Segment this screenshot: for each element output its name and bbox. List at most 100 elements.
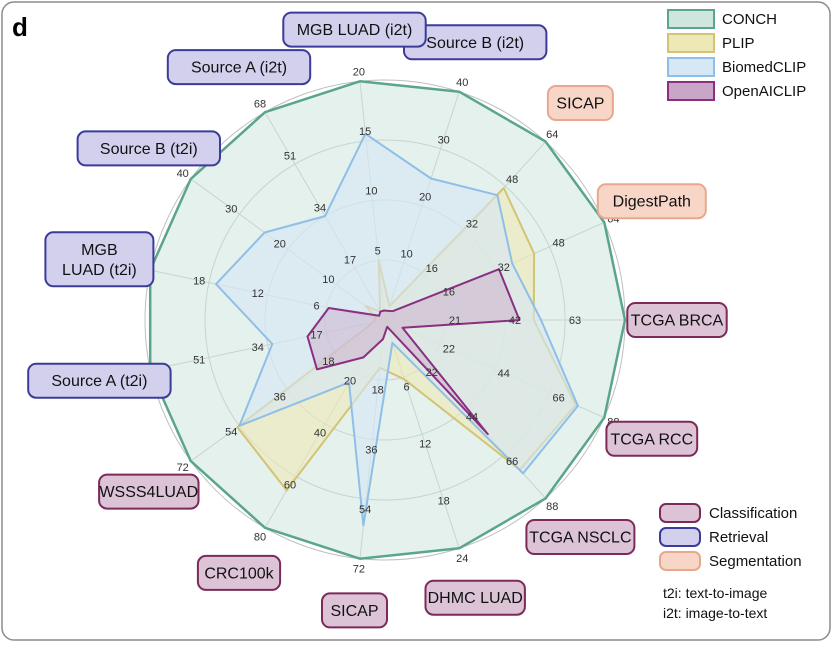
tick-label: 63 xyxy=(569,315,581,327)
axis-label-text: TCGA NSCLC xyxy=(529,530,631,547)
axis-label-text: Source A (i2t) xyxy=(191,60,287,77)
axis-label-0: TCGA BRCA xyxy=(626,302,728,338)
tick-label: 10 xyxy=(400,248,412,260)
tick-label: 66 xyxy=(552,392,564,404)
axis-label-box xyxy=(166,49,312,86)
axis-label-box xyxy=(76,130,221,167)
series-openaiclip-polygon xyxy=(306,268,521,436)
tick-label: 10 xyxy=(365,186,377,198)
tick-label: 22 xyxy=(443,344,455,356)
radar-series xyxy=(148,80,627,560)
axis-label-box xyxy=(282,11,427,48)
tick-label: 18 xyxy=(322,356,334,368)
tick-label: 16 xyxy=(443,287,455,299)
axis-label-5: Source A (i2t) xyxy=(166,49,312,86)
axis-label-text: Source A (t2i) xyxy=(51,373,147,390)
tick-label: 64 xyxy=(546,129,558,141)
tick-label: 6 xyxy=(404,382,410,394)
tick-label: 20 xyxy=(353,66,365,78)
tick-label: 10 xyxy=(322,274,334,286)
tick-label: 54 xyxy=(359,504,371,516)
axis-label-6: Source B (t2i) xyxy=(76,130,221,167)
axis-label-box xyxy=(596,183,707,220)
tick-label: 48 xyxy=(552,238,564,250)
axis-label-box xyxy=(98,473,200,510)
task-label-retrieval: Retrieval xyxy=(709,529,768,546)
task-label-segmentation: Segmentation xyxy=(709,553,802,570)
note-line: t2i: text-to-image xyxy=(663,585,767,601)
axis-label-13: TCGA NSCLC xyxy=(525,519,636,555)
tick-label: 20 xyxy=(344,376,356,388)
legend-swatch-openaiclip xyxy=(667,81,715,101)
tick-label: 18 xyxy=(438,496,450,508)
tick-label: 60 xyxy=(284,480,296,492)
legend-label-plip: PLIP xyxy=(722,35,755,52)
tick-label: 30 xyxy=(225,203,237,215)
axis-label-box xyxy=(196,554,282,591)
tick-label: 40 xyxy=(456,77,468,89)
tick-label: 5 xyxy=(375,245,381,257)
axis-label-8: Source A (t2i) xyxy=(27,362,172,399)
tick-label: 17 xyxy=(344,254,356,266)
axis-label-3: Source B (i2t) xyxy=(403,24,548,61)
tick-label: 12 xyxy=(252,288,264,300)
axis-label-box xyxy=(546,85,614,121)
tick-label: 15 xyxy=(359,126,371,138)
tick-label: 30 xyxy=(438,134,450,146)
abbreviation-notes: t2i: text-to-image i2t: image-to-text xyxy=(663,585,767,621)
tick-label: 54 xyxy=(225,427,237,439)
axis-label-text: SICAP xyxy=(556,96,604,113)
tick-label: 68 xyxy=(254,99,266,111)
axis-label-text: TCGA BRCA xyxy=(631,313,724,330)
axis-label-text: LUAD (t2i) xyxy=(62,262,137,279)
axis-label-box xyxy=(44,231,155,288)
axis-label-10: CRC100k xyxy=(196,554,282,591)
axis-label-text: MGB LUAD (i2t) xyxy=(297,22,413,39)
tick-label: 42 xyxy=(509,315,521,327)
tick-label: 88 xyxy=(546,501,558,513)
axis-label-box xyxy=(321,592,388,629)
axis-label-box xyxy=(424,579,526,616)
tick-label: 51 xyxy=(193,355,205,367)
tick-label: 44 xyxy=(498,368,510,380)
axis-label-text: MGB xyxy=(81,242,117,259)
task-swatch-retrieval xyxy=(659,527,701,547)
axis-label-11: SICAP xyxy=(321,592,388,629)
tick-label: 16 xyxy=(426,263,438,275)
tick-label: 24 xyxy=(456,553,468,565)
task-swatch-classification xyxy=(659,503,701,523)
axis-label-text: TCGA RCC xyxy=(610,431,693,448)
note-line: i2t: image-to-text xyxy=(663,605,767,621)
axis-label-box xyxy=(525,519,636,555)
tick-label: 32 xyxy=(498,262,510,274)
tick-label: 66 xyxy=(506,456,518,468)
tick-label: 40 xyxy=(177,168,189,180)
series-biomedclip-polygon xyxy=(215,132,579,527)
axis-label-text: Source B (t2i) xyxy=(100,141,198,158)
axis-label-box xyxy=(626,302,728,338)
tick-label: 51 xyxy=(284,151,296,163)
axis-label-text: DigestPath xyxy=(613,194,691,211)
task-label-classification: Classification xyxy=(709,505,797,522)
tick-label: 6 xyxy=(313,300,319,312)
axis-label-7: MGB LUAD (t2i) xyxy=(44,231,155,288)
tick-label: 48 xyxy=(506,174,518,186)
tick-label: 20 xyxy=(419,191,431,203)
tick-label: 36 xyxy=(274,391,286,403)
legend-label-biomedclip: BiomedCLIP xyxy=(722,59,806,76)
tick-label: 40 xyxy=(314,428,326,440)
axis-label-2: SICAP xyxy=(546,85,614,121)
axis-label-text: WSSS4LUAD xyxy=(99,484,198,501)
axis-label-text: CRC100k xyxy=(204,565,274,582)
axis-label-box xyxy=(27,362,172,399)
axis-label-text: SICAP xyxy=(330,603,378,620)
tick-label: 72 xyxy=(353,564,365,576)
axis-label-9: WSSS4LUAD xyxy=(98,473,200,510)
axis-label-text: DHMC LUAD xyxy=(428,590,523,607)
tick-label: 36 xyxy=(365,444,377,456)
tick-label: 32 xyxy=(466,218,478,230)
legend-swatch-plip xyxy=(667,33,715,53)
tick-label: 34 xyxy=(252,342,264,354)
